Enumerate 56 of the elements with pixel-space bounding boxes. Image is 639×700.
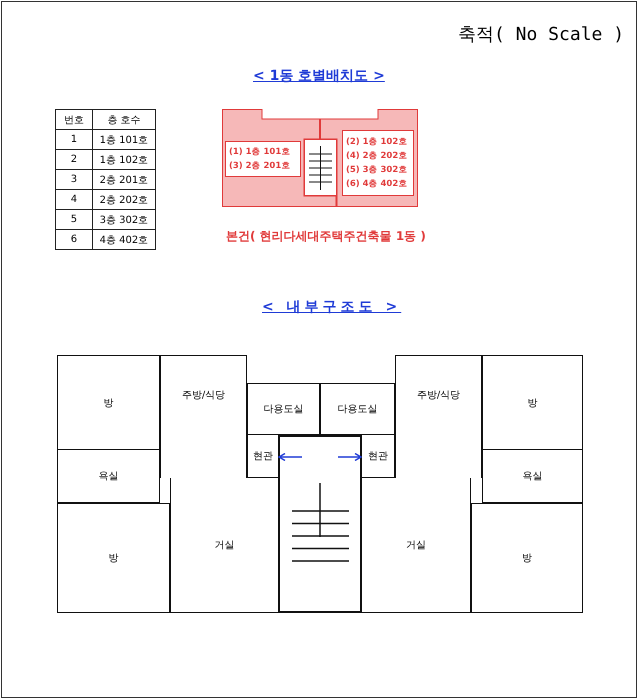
- room: [362, 478, 471, 613]
- room-label: 다용도실: [338, 403, 378, 416]
- room-label: 거실: [214, 539, 234, 552]
- unit-number: (2) 1층 102호: [346, 136, 408, 149]
- table-cell: 2: [56, 150, 92, 170]
- room: [395, 355, 482, 478]
- table-cell: 2층 202호: [92, 190, 156, 210]
- room-label: 방: [528, 396, 538, 410]
- unit-number: (4) 2층 202호: [346, 150, 408, 163]
- section-heading: < 1동 호별배치도 >: [253, 67, 385, 85]
- scale-note: 축적( No Scale ): [458, 23, 624, 46]
- room-label: 다용도실: [264, 403, 304, 416]
- table-cell: 3: [56, 170, 92, 190]
- building-caption: 본건( 현리다세대주택주건축물 1동 ): [226, 228, 426, 245]
- room-label: 욕실: [98, 470, 118, 483]
- unit-tag: [342, 130, 414, 196]
- room: [320, 383, 395, 435]
- room-label: 방: [108, 552, 118, 565]
- table-cell: 4: [56, 190, 92, 210]
- arrow: [278, 452, 302, 462]
- room: [471, 503, 583, 613]
- table-cell: 1층 101호: [92, 130, 156, 150]
- room-label: 주방/식당: [416, 389, 460, 402]
- table-cell: 1층 102호: [92, 150, 156, 170]
- section-heading: < 내부구조도 >: [262, 298, 402, 316]
- room: [57, 503, 170, 613]
- table-cell: 5: [56, 210, 92, 230]
- room: [170, 478, 278, 613]
- room: [57, 450, 160, 503]
- room-label: 주방/식당: [182, 389, 226, 402]
- table-cell: 1: [56, 130, 92, 150]
- header-cell: 층 호수: [92, 110, 156, 130]
- unit-number: (6) 4층 402호: [346, 178, 408, 191]
- stairwell: [278, 435, 362, 613]
- table-cell: 3층 302호: [92, 210, 156, 230]
- unit-number: (1) 1층 101호: [229, 146, 292, 159]
- table-cell: 2층 201호: [92, 170, 156, 190]
- table-cell: 6: [56, 230, 92, 250]
- room-label: 현관: [253, 450, 273, 463]
- room-label: 방: [522, 552, 532, 565]
- room: [482, 450, 583, 503]
- room-label: 거실: [406, 539, 426, 552]
- room: [57, 355, 160, 450]
- table-cell: 4층 402호: [92, 230, 156, 250]
- room-label: 현관: [368, 450, 388, 463]
- unit-number: (5) 3층 302호: [346, 164, 408, 177]
- arrow: [338, 452, 362, 462]
- unit-tag: [225, 141, 301, 177]
- room-label: 방: [104, 396, 114, 410]
- room: [482, 355, 583, 450]
- stairwell-box: [304, 139, 337, 196]
- room: [247, 383, 320, 435]
- room-label: 욕실: [522, 470, 542, 483]
- room: [160, 355, 247, 478]
- header-cell: 번호: [56, 110, 92, 130]
- unit-number: (3) 2층 201호: [229, 160, 292, 173]
